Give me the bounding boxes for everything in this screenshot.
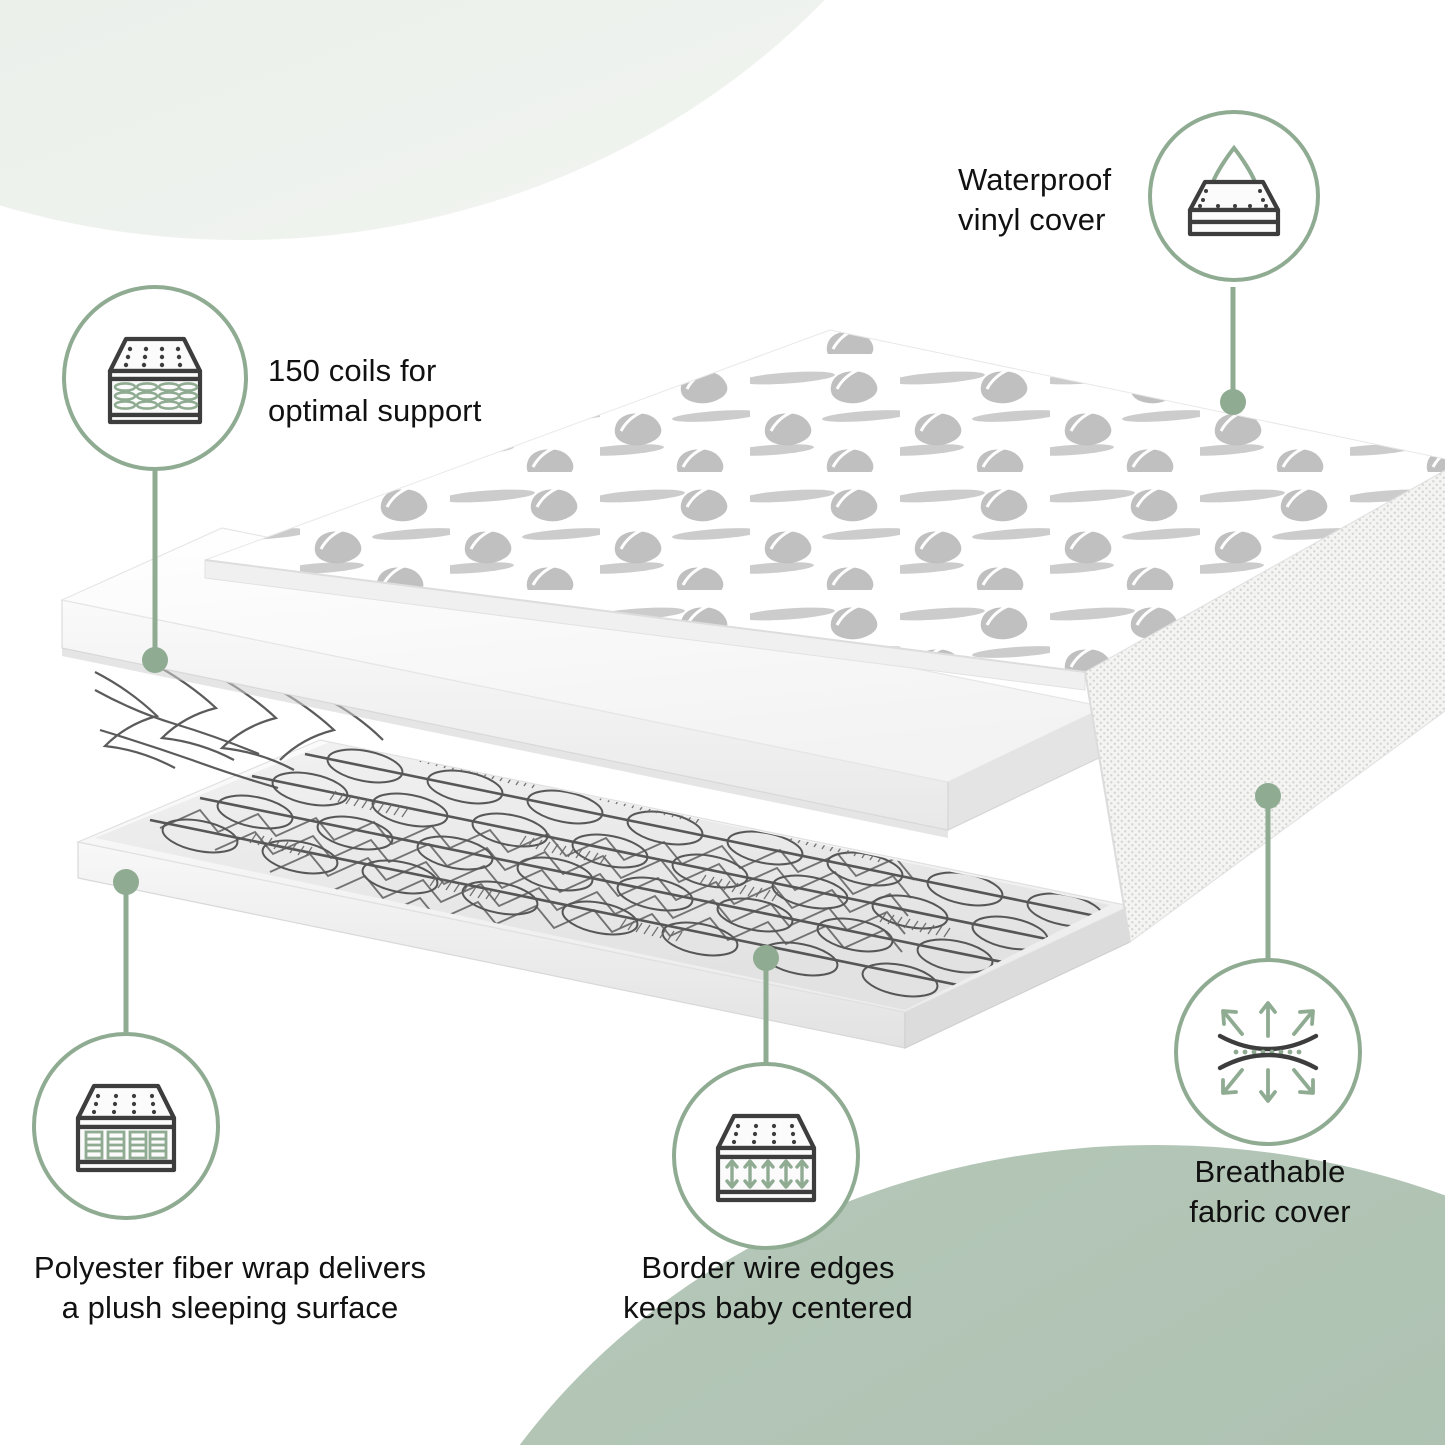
mattress-fiber-wrap-icon	[32, 1032, 220, 1220]
feature-waterproof-label: Waterproof vinyl cover	[958, 162, 1112, 238]
feature-breathable-label: Breathable fabric cover	[1189, 1154, 1351, 1230]
mattress-coils-icon	[62, 285, 248, 471]
feature-border-wire-label: Border wire edges keeps baby centered	[623, 1250, 913, 1326]
breathable-airflow-arrows-icon	[1174, 958, 1362, 1146]
feature-polyester-label: Polyester fiber wrap delivers a plush sl…	[33, 1250, 427, 1326]
waterproof-droplet-mattress-icon	[1148, 110, 1320, 282]
feature-coils-label: 150 coils for optimal support	[268, 353, 482, 429]
mattress-border-wire-arrows-icon	[672, 1062, 860, 1250]
